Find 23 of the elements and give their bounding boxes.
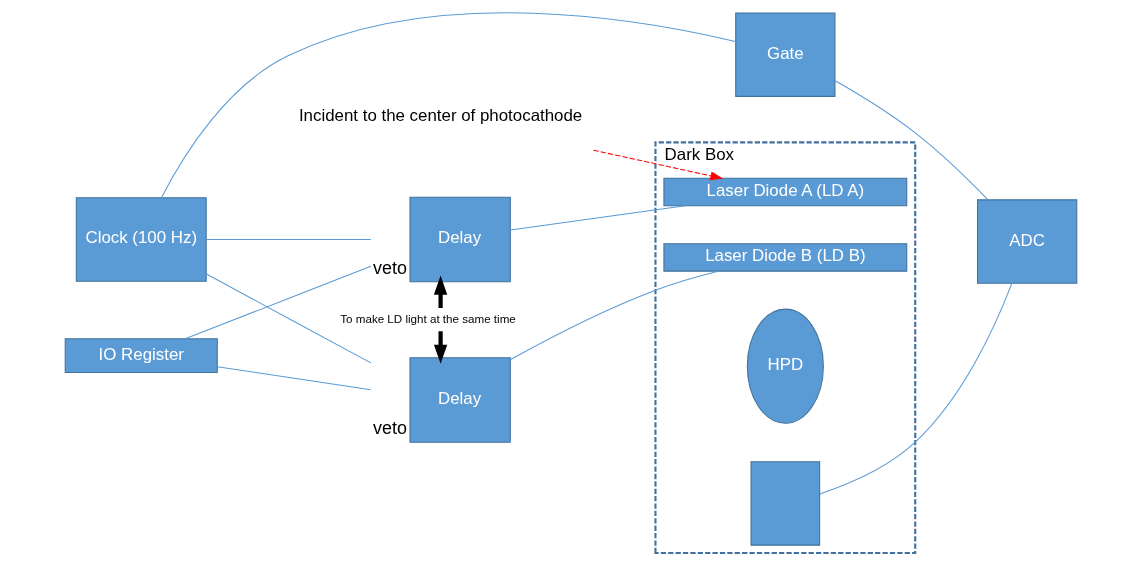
connector [834, 80, 988, 200]
arrow [592, 149, 723, 181]
connector [509, 270, 719, 361]
node-box: Laser Diode A (LD A) [662, 177, 907, 207]
connector [509, 205, 686, 231]
arrow [433, 275, 447, 364]
node-label: veto [372, 418, 407, 439]
node-box: Gate [734, 12, 835, 97]
node-text: Incident to the center of photocathode [298, 105, 582, 125]
connector [184, 265, 371, 340]
edge-label: To make LD light at the same time [339, 311, 516, 325]
connector [205, 238, 371, 240]
node-label: veto [372, 257, 407, 278]
connector [205, 273, 371, 364]
connector [818, 282, 1012, 495]
node-box: ADC [976, 199, 1077, 284]
connector [216, 366, 371, 391]
node-box: IO Register [64, 338, 218, 374]
node-box: Clock (100 Hz) [75, 197, 207, 282]
node-box: Laser Diode B (LD B) [662, 243, 907, 272]
node-ellipse: HPD [746, 308, 824, 424]
node-box [750, 461, 820, 546]
connector [160, 12, 736, 198]
